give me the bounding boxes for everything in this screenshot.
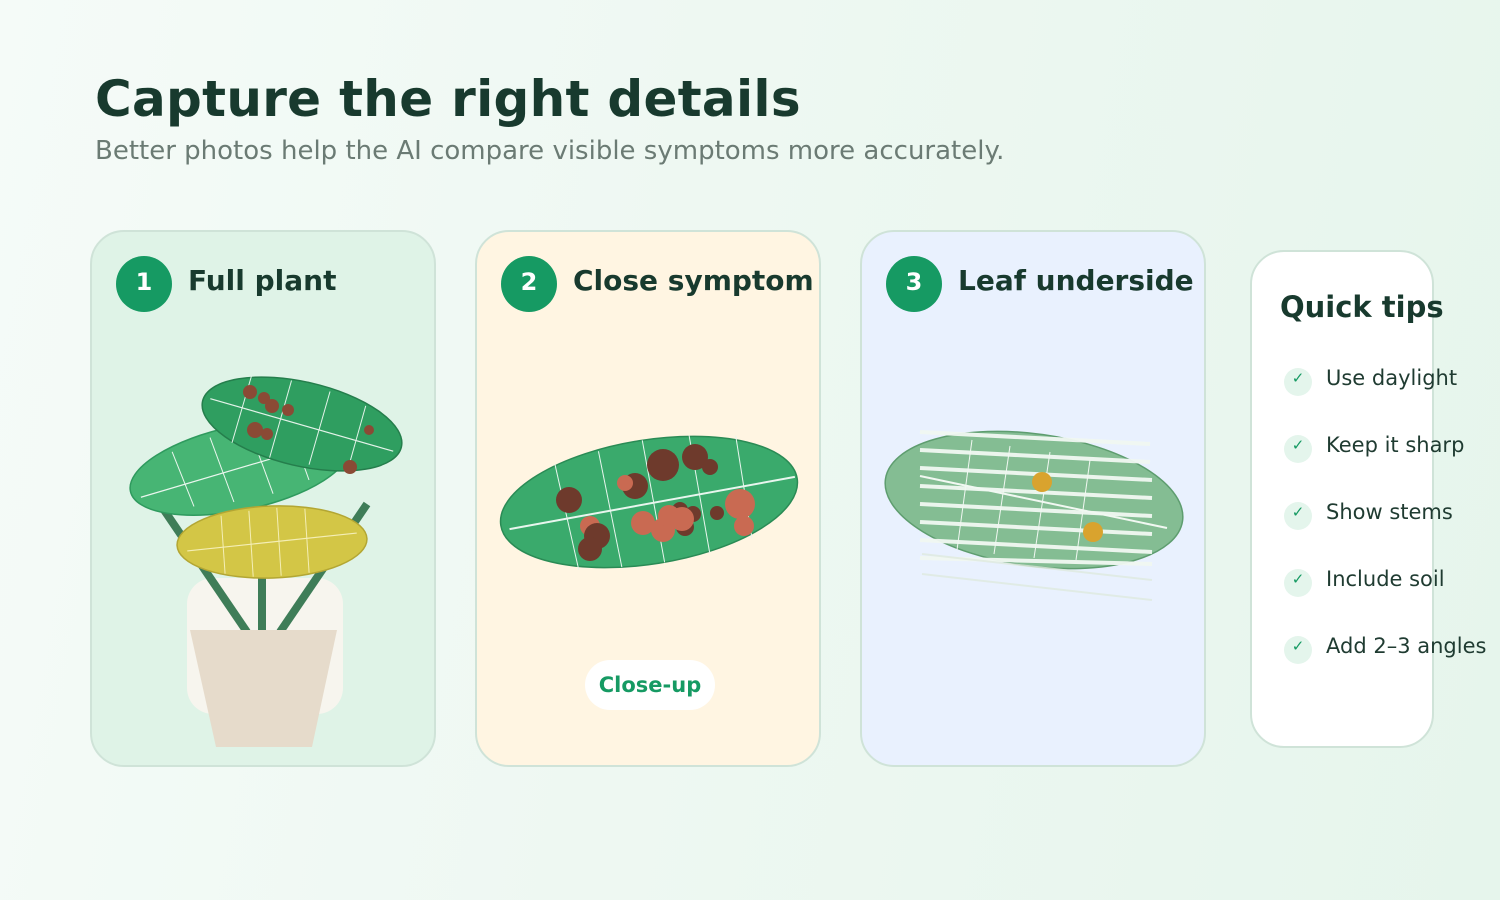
check-icon: ✓ bbox=[1284, 569, 1312, 597]
step-number-badge: 3 bbox=[886, 256, 942, 312]
check-icon: ✓ bbox=[1284, 435, 1312, 463]
step-number-badge: 2 bbox=[501, 256, 557, 312]
page-title: Capture the right details bbox=[95, 70, 801, 128]
quick-tips-title: Quick tips bbox=[1280, 290, 1444, 324]
step-card-full-plant[interactable]: 1 Full plant bbox=[90, 230, 436, 767]
step-card-leaf-underside[interactable]: 3 Leaf underside bbox=[860, 230, 1206, 767]
step-number-badge: 1 bbox=[116, 256, 172, 312]
check-icon: ✓ bbox=[1284, 502, 1312, 530]
step-title: Leaf underside bbox=[958, 264, 1194, 297]
step-title: Close symptom bbox=[573, 264, 814, 297]
step-title: Full plant bbox=[188, 264, 337, 297]
quick-tips-panel: Quick tips ✓ Use daylight ✓ Keep it shar… bbox=[1250, 250, 1486, 748]
tip-label: Include soil bbox=[1326, 567, 1445, 591]
close-up-button[interactable]: Close-up bbox=[585, 660, 715, 710]
page-subtitle: Better photos help the AI compare visibl… bbox=[95, 136, 1005, 166]
tip-label: Use daylight bbox=[1326, 366, 1458, 390]
check-icon: ✓ bbox=[1284, 636, 1312, 664]
tip-label: Keep it sharp bbox=[1326, 433, 1465, 457]
potted-plant-illustration bbox=[129, 375, 403, 747]
spotted-leaf-illustration bbox=[499, 434, 799, 570]
check-icon: ✓ bbox=[1284, 368, 1312, 396]
tip-label: Add 2–3 angles bbox=[1326, 634, 1487, 658]
leaf-underside-illustration bbox=[884, 430, 1184, 601]
tip-label: Show stems bbox=[1326, 500, 1453, 524]
step-card-close-symptom[interactable]: 2 Close symptom Close-up bbox=[475, 230, 821, 767]
